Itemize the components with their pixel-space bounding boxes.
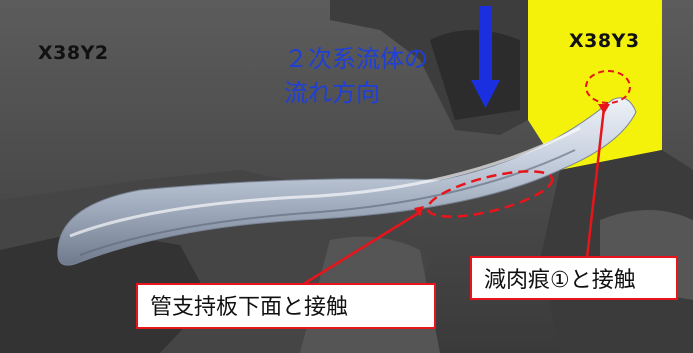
- structure-cavity: [430, 30, 520, 120]
- support-plate-leader-arrow: [414, 206, 424, 217]
- flow-arrow-head: [471, 80, 500, 108]
- support-plate-ellipse: [426, 170, 554, 218]
- flow-direction-line2: 流れ方向: [284, 79, 380, 107]
- flow-arrow-shaft: [479, 6, 492, 82]
- wear-mark-ellipse: [585, 70, 631, 104]
- cell-label-x38y3: X38Y3: [569, 30, 640, 52]
- tube-body: [57, 97, 637, 266]
- flow-direction-line1: ２次系流体の: [284, 45, 428, 73]
- highlight-region-x38y3: [528, 0, 662, 170]
- wear-mark-leader-arrow: [598, 104, 610, 114]
- cell-label-x38y2: X38Y2: [38, 42, 109, 64]
- support-plate-leader: [301, 210, 421, 287]
- callout-support-plate: 管支持板下面と接触: [136, 283, 436, 329]
- wear-mark-leader: [585, 107, 606, 259]
- tube-highlight: [69, 126, 581, 238]
- tube-shadow-line: [79, 149, 576, 256]
- callout-wear-mark: 減肉痕①と接触: [470, 256, 678, 300]
